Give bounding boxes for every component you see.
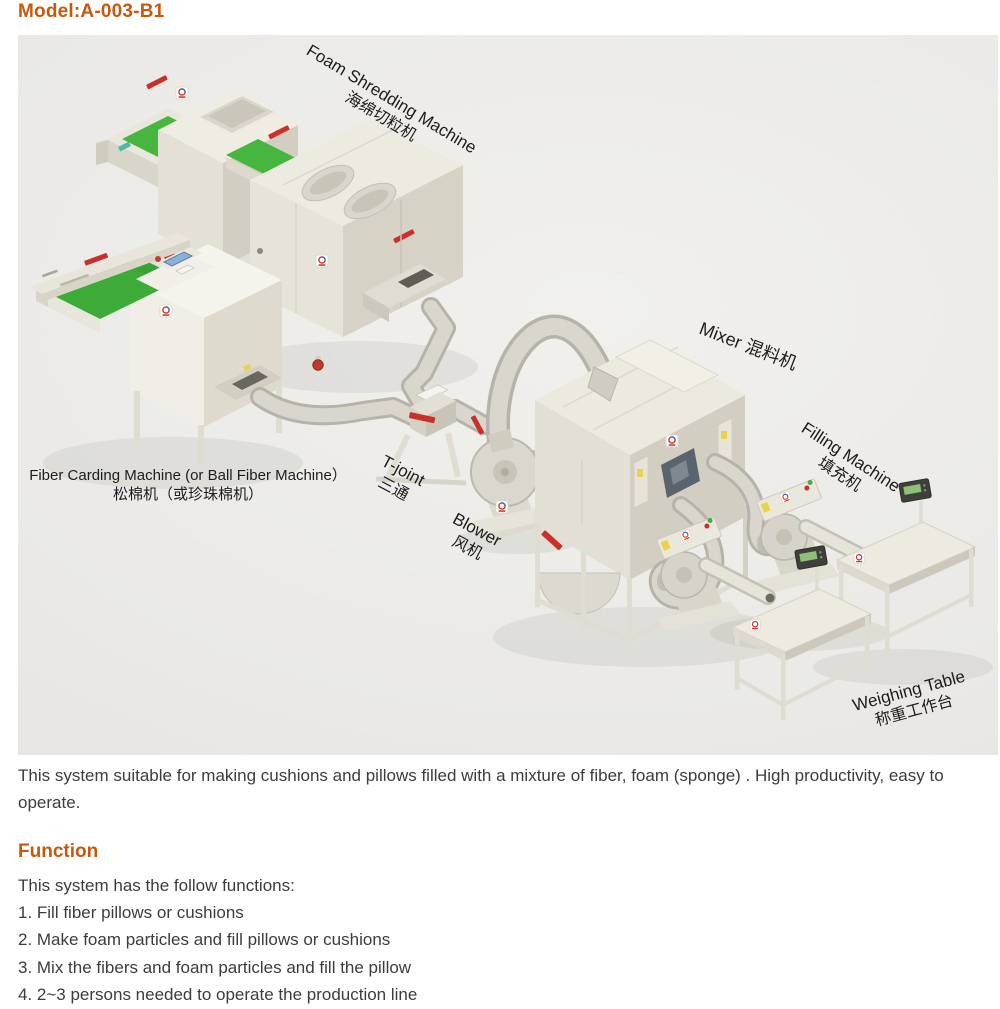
function-item-2: 2. Make foam particles and fill pillows … [18, 930, 391, 950]
label-fiber-carding-machine: Fiber Carding Machine (or Ball Fiber Mac… [18, 466, 358, 504]
transfer-pipes [250, 297, 621, 455]
function-item-3: 3. Mix the fibers and foam particles and… [18, 957, 412, 977]
fiber-carding-machine [30, 233, 282, 467]
function-item-1: 1. Fill fiber pillows or cushions [18, 903, 244, 922]
label-fiber-carding-zh: 松棉机（或珍珠棉机） [112, 486, 263, 504]
label-fiber-carding-en: Fiber Carding Machine (or Ball Fiber Mac… [29, 467, 347, 484]
feeder-machine [96, 75, 328, 284]
foam-shredding-machine [250, 119, 463, 371]
weighing-table-back [835, 478, 977, 651]
function-intro: This system has the follow functions: [18, 876, 295, 895]
page-title: Model:A-003-B1 [18, 1, 165, 22]
product-diagram: Foam Shredding Machine 海绵切粒机 Fiber Cardi… [18, 35, 998, 755]
filling-machine-front [656, 516, 776, 632]
weighing-table-front [731, 545, 873, 720]
product-text-section: This system suitable for making cushions… [18, 755, 996, 1009]
function-heading: Function [18, 841, 99, 862]
description-text: This system suitable for making cushions… [18, 766, 944, 812]
t-joint [375, 384, 467, 486]
function-item-4: 4. 2~3 persons needed to operate the pro… [18, 985, 418, 1005]
production-line-illustration [30, 75, 993, 720]
